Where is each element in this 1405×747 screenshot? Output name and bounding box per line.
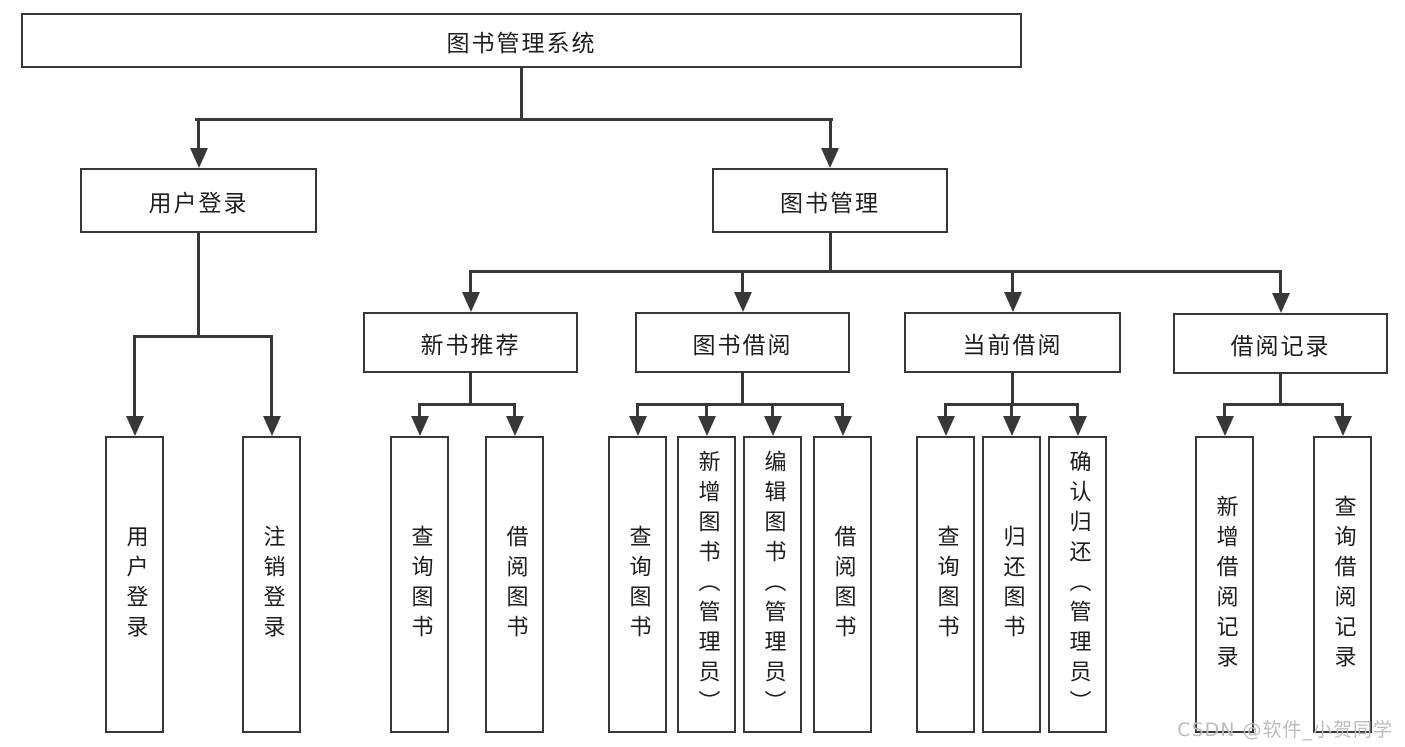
arrowhead-down-icon	[833, 416, 852, 436]
connector-line	[469, 270, 1282, 273]
node-label: 借阅记录	[1230, 333, 1331, 360]
arrowhead-down-icon	[628, 416, 647, 436]
leaf-label: 借阅图书	[830, 524, 856, 645]
connector-line	[520, 68, 523, 121]
connector-line	[741, 270, 744, 294]
leaf-borrow-books-1: 借阅图书	[485, 436, 544, 733]
arrowhead-down-icon	[936, 416, 955, 436]
connector-line	[841, 403, 844, 418]
connector-line	[418, 403, 516, 406]
connector-line	[270, 335, 273, 418]
connector-line	[133, 335, 273, 338]
arrowhead-down-icon	[461, 292, 480, 312]
node-user-login: 用户登录	[80, 168, 317, 233]
leaf-add-borrow-record: 新增借阅记录	[1195, 436, 1254, 733]
leaf-label: 确认归还（管理员）	[1065, 449, 1091, 720]
node-current-borrowing: 当前借阅	[904, 312, 1121, 373]
leaf-label: 注销登录	[259, 524, 285, 645]
connector-line	[705, 403, 708, 418]
connector-line	[828, 233, 832, 273]
connector-line	[1076, 403, 1079, 418]
arrowhead-down-icon	[1068, 416, 1087, 436]
arrowhead-down-icon	[262, 416, 281, 436]
leaf-label: 新增图书（管理员）	[694, 449, 720, 720]
leaf-label: 查询图书	[625, 524, 651, 645]
node-library-management-system: 图书管理系统	[21, 13, 1022, 68]
leaf-confirm-return-admin: 确认归还（管理员）	[1048, 436, 1107, 733]
arrowhead-down-icon	[410, 416, 429, 436]
connector-line	[1223, 403, 1344, 406]
arrowhead-down-icon	[763, 416, 782, 436]
arrowhead-down-icon	[189, 148, 208, 168]
arrowhead-down-icon	[1271, 293, 1290, 313]
leaf-label: 新增借阅记录	[1212, 494, 1238, 675]
node-label: 图书管理	[780, 190, 880, 217]
connector-line	[1011, 270, 1014, 294]
leaf-add-books-admin: 新增图书（管理员）	[677, 436, 736, 733]
leaf-return-books: 归还图书	[982, 436, 1041, 733]
arrowhead-down-icon	[821, 148, 839, 168]
connector-line	[636, 403, 844, 406]
connector-line	[1279, 270, 1282, 295]
leaf-logout: 注销登录	[242, 436, 301, 733]
connector-line	[469, 270, 472, 294]
leaf-label: 查询图书	[933, 524, 959, 645]
connector-line	[1010, 403, 1013, 418]
leaf-query-books-2: 查询图书	[608, 436, 667, 733]
node-label: 用户登录	[148, 190, 249, 217]
connector-line	[513, 403, 516, 418]
leaf-query-books-1: 查询图书	[390, 436, 449, 733]
arrowhead-down-icon	[125, 416, 144, 436]
leaf-label: 借阅图书	[502, 524, 528, 645]
leaf-label: 用户登录	[122, 524, 148, 645]
connector-line	[636, 403, 639, 418]
node-new-book-recommend: 新书推荐	[363, 312, 578, 373]
leaf-label: 查询借阅记录	[1330, 494, 1356, 675]
connector-line	[1279, 374, 1282, 406]
leaf-label: 编辑图书（管理员）	[760, 449, 786, 720]
arrowhead-down-icon	[505, 416, 524, 436]
node-label: 新书推荐	[420, 332, 521, 359]
node-label: 当前借阅	[962, 332, 1063, 359]
connector-line	[195, 118, 833, 121]
arrowhead-down-icon	[1003, 292, 1022, 312]
node-label: 图书管理系统	[446, 30, 597, 57]
node-book-management: 图书管理	[712, 168, 948, 233]
connector-line	[197, 118, 200, 150]
leaf-user-login: 用户登录	[105, 436, 164, 733]
connector-line	[418, 403, 421, 418]
connector-line	[944, 403, 947, 418]
connector-line	[133, 335, 136, 418]
arrowhead-down-icon	[1002, 416, 1021, 436]
leaf-query-borrow-record: 查询借阅记录	[1313, 436, 1372, 733]
arrowhead-down-icon	[697, 416, 716, 436]
leaf-query-books-3: 查询图书	[916, 436, 975, 733]
leaf-edit-books-admin: 编辑图书（管理员）	[743, 436, 802, 733]
leaf-borrow-books-2: 借阅图书	[813, 436, 872, 733]
connector-line	[469, 373, 472, 406]
arrowhead-down-icon	[1215, 416, 1234, 436]
arrowhead-down-icon	[1333, 416, 1352, 436]
node-book-borrowing: 图书借阅	[635, 312, 850, 373]
arrowhead-down-icon	[733, 292, 752, 312]
connector-line	[1011, 373, 1014, 406]
leaf-label: 查询图书	[407, 524, 433, 645]
connector-line	[1341, 403, 1344, 418]
csdn-watermark: CSDN @软件_小贺同学	[1177, 719, 1393, 741]
leaf-label: 归还图书	[999, 524, 1025, 645]
node-borrowing-records: 借阅记录	[1173, 313, 1388, 374]
connector-line	[741, 373, 744, 406]
connector-line	[771, 403, 774, 418]
connector-line	[1223, 403, 1226, 418]
connector-line	[197, 233, 200, 338]
node-label: 图书借阅	[692, 332, 793, 359]
connector-line	[828, 118, 832, 150]
